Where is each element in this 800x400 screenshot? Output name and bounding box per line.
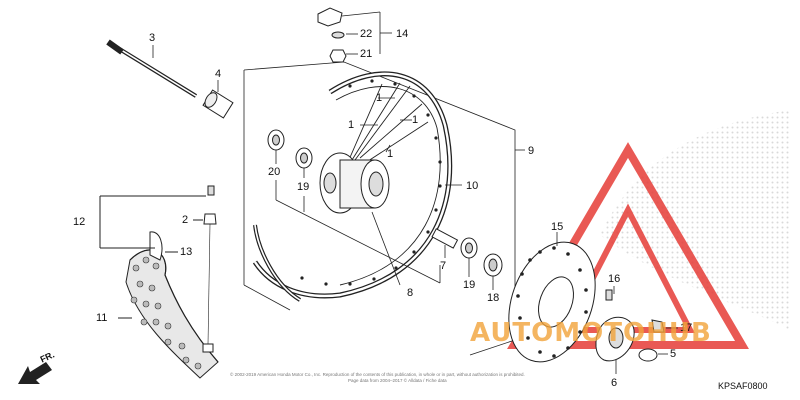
callout-1a: 1 bbox=[376, 92, 383, 104]
callout-19b: 19 bbox=[463, 279, 476, 291]
axle bbox=[106, 39, 198, 98]
callout-13: 13 bbox=[180, 246, 193, 258]
brake-disc bbox=[508, 232, 596, 363]
callout-3: 3 bbox=[149, 32, 156, 44]
wheel-hub bbox=[319, 152, 390, 214]
callout-12: 12 bbox=[73, 216, 86, 228]
callout-5: 5 bbox=[670, 348, 677, 360]
bearings bbox=[267, 129, 503, 277]
callout-15: 15 bbox=[551, 221, 564, 233]
callout-1c: 1 bbox=[412, 114, 419, 126]
callout-7: 7 bbox=[440, 260, 447, 272]
front-direction-arrow bbox=[18, 362, 52, 384]
callout-17: 17 bbox=[680, 322, 693, 334]
leader-lines bbox=[275, 97, 494, 290]
wheel-rim bbox=[252, 71, 453, 302]
tire-and-tube bbox=[99, 185, 219, 379]
callout-19a: 19 bbox=[297, 181, 310, 193]
callout-16: 16 bbox=[608, 273, 621, 285]
speedometer-hardware bbox=[317, 7, 392, 63]
callout-9: 9 bbox=[528, 145, 535, 157]
callout-22: 22 bbox=[360, 28, 373, 40]
callout-20: 20 bbox=[268, 166, 281, 178]
callout-10: 10 bbox=[466, 180, 479, 192]
callout-4: 4 bbox=[215, 68, 222, 80]
callout-21: 21 bbox=[360, 48, 373, 60]
callout-1b: 1 bbox=[348, 119, 355, 131]
copyright-line-1: © 2002-2019 American Honda Motor Co., In… bbox=[230, 372, 525, 377]
callout-1d: 1 bbox=[387, 148, 394, 160]
copyright-line-2: Page data from 2004–2017 © Alldata / Fic… bbox=[348, 378, 447, 383]
disc-hardware bbox=[595, 286, 678, 374]
watermark-text: AUTOMOTOHUB bbox=[470, 318, 712, 348]
callout-14: 14 bbox=[396, 28, 409, 40]
callout-8: 8 bbox=[407, 287, 414, 299]
assembly-frame bbox=[243, 61, 525, 356]
callout-11: 11 bbox=[96, 312, 108, 324]
callout-18: 18 bbox=[487, 292, 500, 304]
diagram-code: KPSAF0800 bbox=[718, 381, 768, 391]
callout-2: 2 bbox=[182, 214, 189, 226]
collar bbox=[202, 80, 234, 119]
callout-6: 6 bbox=[611, 377, 618, 389]
spokes bbox=[347, 82, 429, 166]
